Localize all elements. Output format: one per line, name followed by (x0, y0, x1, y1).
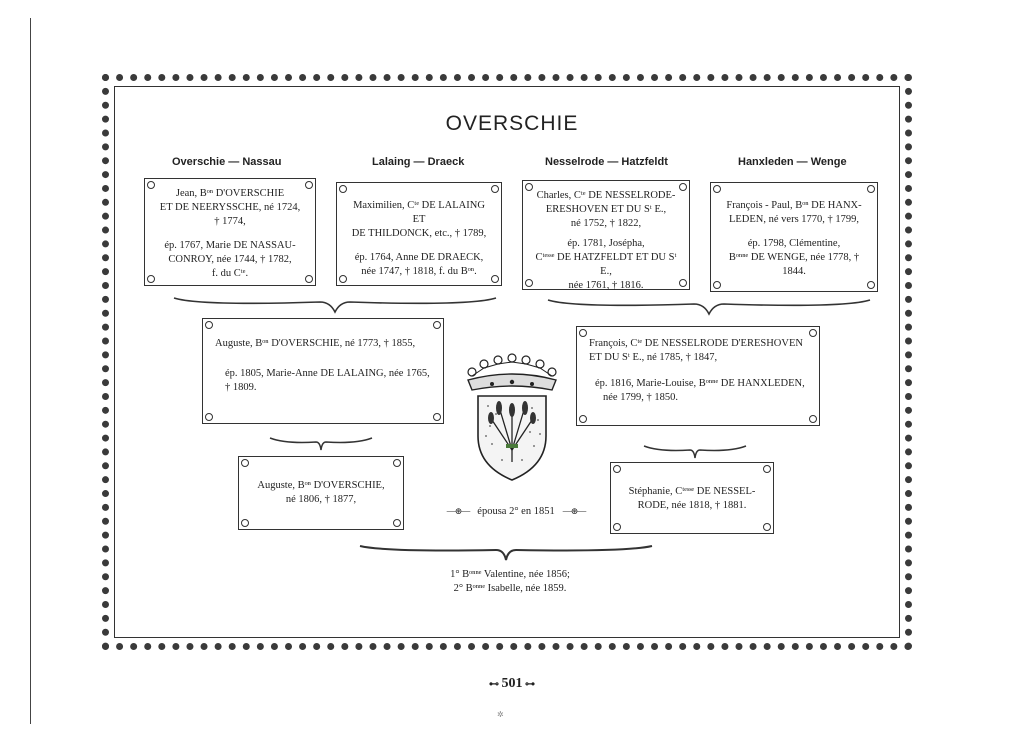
column-heading-overschie: Overschie — Nassau (172, 156, 282, 168)
text-line: DE THILDONCK, etc., † 1789, (351, 228, 487, 239)
person-box-auguste-overschie-junior: Auguste, Bᵒⁿ D'OVERSCHIE, né 1806, † 187… (238, 456, 404, 530)
ornament-icon: —⊛— (446, 506, 471, 516)
marriage-link: —⊛— épousa 2° en 1851 —⊛— (436, 506, 596, 517)
marriage-text: épousa 2° en 1851 (477, 506, 555, 517)
text-line: ép. 1798, Clémentine, (747, 238, 841, 249)
text-line: ép. 1767, Marie DE NASSAU- (164, 240, 296, 251)
text-line: CONROY, née 1744, † 1782, (168, 254, 292, 265)
text-line: ép. 1805, Marie-Anne DE LALAING, née 176… (225, 368, 430, 379)
ornamental-border (102, 74, 912, 650)
person-box-francois-paul-hanxleden: François - Paul, Bᵒⁿ DE HANX- LEDEN, né … (710, 182, 878, 292)
column-heading-lalaing: Lalaing — Draeck (372, 156, 465, 168)
coat-of-arms-icon (467, 353, 557, 481)
text-line: ERESHOVEN ET DU Sᵗ E., (545, 204, 667, 215)
text-line: ép. 1816, Marie-Louise, Bᵒⁿⁿᵉ DE HANXLED… (595, 378, 805, 389)
person-box-maximilien-lalaing: Maximilien, Cᵗᵉ DE LALAING ET DE THILDON… (336, 182, 502, 286)
brace-connector-francois (643, 445, 747, 459)
margin-line (30, 18, 31, 724)
column-heading-nesselrode: Nesselrode — Hatzfeldt (545, 156, 668, 168)
text-line: Bᵒⁿⁿᵉ DE WENGE, née 1778, † 1844. (728, 252, 860, 277)
text-line: RODE, née 1818, † 1881. (637, 500, 747, 511)
text-line: née 1761, † 1816. (568, 280, 644, 291)
brace-connector-overschie-lalaing (173, 297, 497, 314)
text-line: ép. 1764, Anne DE DRAECK, (354, 252, 484, 263)
text-line: † 1809. (225, 382, 257, 393)
brace-connector-auguste (269, 437, 373, 451)
brace-connector-children (359, 545, 653, 561)
text-line: né 1806, † 1877, (285, 494, 357, 505)
text-line: né 1752, † 1822, (570, 218, 642, 229)
text-line: f. du Cᵗᵉ. (211, 268, 249, 279)
text-line: Charles, Cᵗᵉ DE NESSELRODE- (536, 190, 676, 201)
text-line: née 1747, † 1818, f. du Bᵒⁿ. (361, 266, 477, 277)
child-entry: 2° Bᵒⁿⁿᵉ Isabelle, née 1859. (453, 583, 567, 594)
text-line: François, Cᵗᵉ DE NESSELRODE D'ERESHOVEN (589, 338, 803, 349)
text-line: Maximilien, Cᵗᵉ DE LALAING ET (353, 200, 485, 225)
inner-border (114, 86, 900, 638)
child-entry: 1° Bᵒⁿⁿᵉ Valentine, née 1856; (450, 569, 570, 580)
printer-mark-icon: ✲ (497, 710, 504, 719)
page-number: ⊷ 501 ⊶ (489, 676, 535, 691)
children-list: 1° Bᵒⁿⁿᵉ Valentine, née 1856; 2° Bᵒⁿⁿᵉ I… (380, 568, 640, 596)
person-box-jean-overschie: Jean, Bᵒⁿ D'OVERSCHIE ET DE NEERYSSCHE, … (144, 178, 316, 286)
text-line: Cᵗᵉˢˢᵉ DE HATZFELDT ET DU Sᵗ E., (535, 252, 677, 277)
person-box-auguste-overschie: Auguste, Bᵒⁿ D'OVERSCHIE, né 1773, † 185… (202, 318, 444, 424)
text-line: Auguste, Bᵒⁿ D'OVERSCHIE, (257, 480, 385, 491)
text-line: Jean, Bᵒⁿ D'OVERSCHIE (175, 188, 285, 199)
person-box-francois-nesselrode: François, Cᵗᵉ DE NESSELRODE D'ERESHOVEN … (576, 326, 820, 426)
person-box-stephanie-nesselrode: Stéphanie, Cᵗᵉˢˢᵉ DE NESSEL- RODE, née 1… (610, 462, 774, 534)
column-heading-hanxleden: Hanxleden — Wenge (738, 156, 847, 168)
text-line: née 1799, † 1850. (603, 392, 678, 403)
text-line: ET DU Sᵗ E., né 1785, † 1847, (589, 352, 718, 363)
text-line: † 1774, (214, 216, 246, 227)
text-line: LEDEN, né vers 1770, † 1799, (728, 214, 860, 225)
page-title: OVERSCHIE (445, 112, 579, 135)
text-line: Stéphanie, Cᵗᵉˢˢᵉ DE NESSEL- (628, 486, 756, 497)
text-line: François - Paul, Bᵒⁿ DE HANX- (726, 200, 862, 211)
text-line: ép. 1781, Josépha, (567, 238, 645, 249)
text-line: Auguste, Bᵒⁿ D'OVERSCHIE, né 1773, † 185… (215, 338, 416, 349)
page-number-text: 501 (501, 676, 523, 691)
brace-connector-nesselrode-hanxleden (547, 299, 871, 316)
ornament-icon: —⊛— (562, 506, 587, 516)
text-line: ET DE NEERYSSCHE, né 1724, (159, 202, 301, 213)
person-box-charles-nesselrode: Charles, Cᵗᵉ DE NESSELRODE- ERESHOVEN ET… (522, 180, 690, 291)
